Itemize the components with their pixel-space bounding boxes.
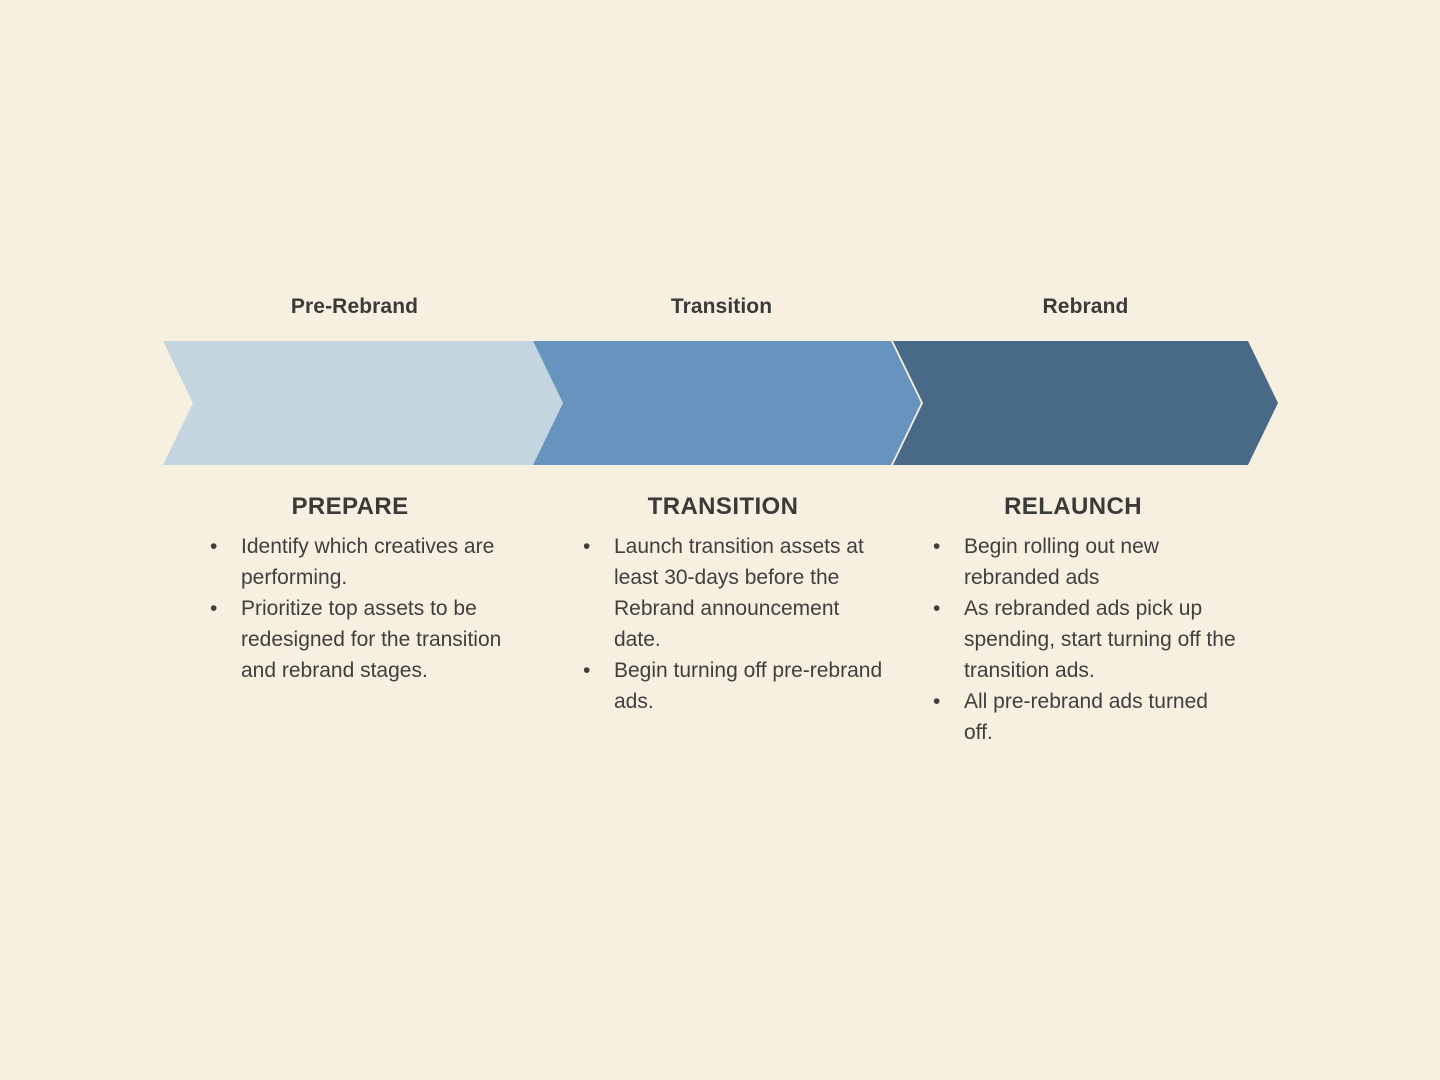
list-item-text: Identify which creatives are performing. [241,535,495,589]
stage-header-rebrand: Rebrand [1042,295,1129,318]
chevron-shape-transition [533,341,921,465]
stage-title-prepare: PREPARE [291,493,409,520]
list-item-text: As rebranded ads pick up spending, start… [964,597,1236,682]
chevron-shape-pre-rebrand [163,341,563,465]
list-item: • All pre-rebrand ads turned off. [908,686,1238,748]
list-item-text: Begin rolling out new rebranded ads [964,535,1159,589]
bullet-dot-icon: • [210,535,218,558]
bullet-dot-icon: • [933,690,941,713]
stage-column-prepare: PREPARE • Identify which creatives are p… [185,490,515,686]
bullet-dot-icon: • [210,597,218,620]
bullet-list-transition: • Launch transition assets at least 30-d… [558,531,888,717]
list-item: • Begin rolling out new rebranded ads [908,531,1238,593]
list-item-text: All pre-rebrand ads turned off. [964,690,1208,744]
list-item: • Prioritize top assets to be redesigned… [185,593,515,686]
list-item: • Begin turning off pre-rebrand ads. [558,655,888,717]
bullet-dot-icon: • [933,597,941,620]
stage-column-transition: TRANSITION • Launch transition assets at… [558,490,888,717]
stage-column-relaunch: RELAUNCH • Begin rolling out new rebrand… [908,490,1238,748]
list-item: • As rebranded ads pick up spending, sta… [908,593,1238,686]
stage-header-pre-rebrand: Pre-Rebrand [290,295,419,318]
bullet-dot-icon: • [583,535,591,558]
bullet-dot-icon: • [933,535,941,558]
chevron-shape-rebrand [893,341,1278,465]
chevron-band [0,341,1440,465]
list-item: • Identify which creatives are performin… [185,531,515,593]
chevron-polygon-pre-rebrand [163,341,563,465]
stage-header-transition: Transition [670,295,773,318]
list-item-text: Launch transition assets at least 30-day… [614,535,864,651]
list-item-text: Begin turning off pre-rebrand ads. [614,659,883,713]
bullet-list-relaunch: • Begin rolling out new rebranded ads • … [908,531,1238,748]
chevron-polygon-rebrand [893,341,1278,465]
list-item-text: Prioritize top assets to be redesigned f… [241,597,502,682]
chevron-polygon-transition [533,341,921,465]
bullet-dot-icon: • [583,659,591,682]
list-item: • Launch transition assets at least 30-d… [558,531,888,655]
stage-title-transition: TRANSITION [647,493,799,520]
stage-title-relaunch: RELAUNCH [1004,493,1142,520]
bullet-list-prepare: • Identify which creatives are performin… [185,531,515,686]
